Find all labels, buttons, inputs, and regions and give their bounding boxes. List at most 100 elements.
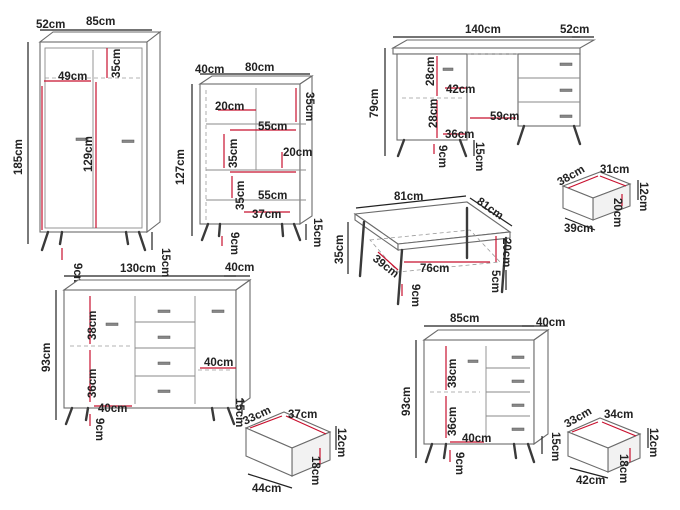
sideboard-depth-label: 40cm (225, 262, 254, 274)
sideboard-shelf-width-label: 40cm (204, 357, 233, 369)
desk-top-edge (392, 47, 581, 55)
bookcase-legs (200, 222, 302, 242)
coffee-table: 81cm 81cm 35cm 76cm 39cm 20cm 5cm 9cm (334, 191, 513, 307)
desk-door-lower-label: 28cm (428, 99, 440, 128)
desk-knee-space-label: 59cm (490, 111, 519, 123)
cabinet-drawer4-handle (511, 427, 525, 431)
cab-drawer-height-label: 12cm (647, 428, 659, 457)
sideboard-inner-width-label: 40cm (98, 403, 127, 415)
sb-drawer-inner-height-label: 18cm (309, 456, 321, 485)
sideboard-drawer: 33cm 37cm 12cm 18cm 44cm (241, 404, 347, 495)
sideboard-drawer1-handle (157, 309, 171, 313)
sb-drawer-side (245, 427, 293, 477)
table-legs (358, 206, 508, 306)
desk-drawer-base-label: 39cm (564, 223, 593, 235)
wardrobe-depth-label: 52cm (36, 19, 65, 31)
cabinet-inner-width-label: 40cm (462, 433, 491, 445)
sideboard-low-box-label: 36cm (87, 369, 99, 398)
bookcase-top (198, 75, 314, 85)
desk-door-upper-label: 28cm (425, 57, 437, 86)
cab-drawer-inner-height-label: 18cm (617, 454, 629, 483)
bookcase-width3-label: 37cm (252, 209, 281, 221)
sb-drawer-base-label: 44cm (252, 483, 281, 495)
sideboard-width-label: 130cm (120, 263, 156, 275)
sideboard-leg-height-label: 15cm (233, 398, 245, 427)
bookcase-side (299, 74, 313, 226)
cabinet-drawer1-handle (511, 355, 525, 359)
desk-drawer2-handle (559, 88, 573, 92)
wardrobe: 52cm 85cm 185cm 49cm 35cm 129cm 15cm 9cm (13, 16, 171, 286)
desk-door-handle (442, 67, 454, 71)
cabinet-leg-gap-label: 9cm (453, 452, 465, 475)
cab-drawer-side (567, 431, 609, 473)
desk-depth-label: 52cm (560, 24, 589, 36)
wardrobe-height-label: 185cm (13, 139, 25, 175)
bookcase-leg-height-label: 15cm (311, 218, 323, 247)
sideboard-drawer4-handle (157, 389, 171, 393)
table-width-label: 81cm (394, 191, 423, 203)
cabinet-door-handle (467, 359, 479, 363)
cabinet-leg-height-label: 15cm (549, 432, 561, 461)
wardrobe-door-height-label: 129cm (83, 136, 95, 172)
sideboard-top-box-label: 38cm (87, 311, 99, 340)
sideboard-side (235, 278, 251, 410)
sb-drawer-height-label: 12cm (335, 428, 347, 457)
cabinet-depth-label: 40cm (536, 317, 565, 329)
sideboard-drawer3-handle (157, 361, 171, 365)
wardrobe-width-label: 85cm (86, 16, 115, 28)
desk-drawer3-handle (559, 114, 573, 118)
wardrobe-shelf-width-label: 49cm (58, 71, 87, 83)
table-inner-width-label: 76cm (420, 263, 449, 275)
cab-drawer-base-label: 42cm (576, 475, 605, 487)
bookcase-shelf5-label: 35cm (235, 181, 247, 210)
table-shelf-height-label: 20cm (500, 238, 512, 267)
wardrobe-leg-height-label: 15cm (159, 248, 171, 277)
cab-drawer-width-label: 34cm (604, 409, 633, 421)
cabinet-drawer2-handle (511, 379, 525, 383)
cabinet: 85cm 40cm 93cm 38cm 36cm 40cm 9cm 15cm (401, 313, 565, 475)
desk-drawer1-handle (559, 62, 573, 66)
desk-width-label: 140cm (465, 24, 501, 36)
wardrobe-top-inner-label: 35cm (111, 49, 123, 78)
desk-drawer-width-label: 31cm (600, 164, 629, 176)
bookcase-shelf1-label: 20cm (215, 101, 244, 113)
sideboard-left-door-handle (105, 322, 119, 326)
wardrobe-handle-right (121, 139, 135, 143)
cabinet-drawer: 33cm 34cm 12cm 18cm 42cm (563, 405, 660, 487)
table-side-edge (397, 231, 511, 251)
desk-drawer-height-label: 12cm (637, 182, 649, 211)
desk-legs (396, 124, 582, 158)
wardrobe-side (146, 30, 161, 234)
desk-drawer-side (562, 185, 594, 221)
sideboard-top (62, 279, 252, 291)
desk-leg-height-label: 15cm (473, 142, 485, 171)
table-leg-gap-label: 9cm (409, 284, 421, 307)
cabinet-legs (424, 442, 536, 464)
bookcase-depth-label: 40cm (195, 64, 224, 76)
sideboard-leg-gap-label: 9cm (93, 418, 105, 441)
cabinet-height-label: 93cm (401, 387, 413, 416)
table-height-label: 35cm (334, 235, 346, 264)
bookcase-height-label: 127cm (175, 149, 187, 185)
bookcase-leg-gap-label: 9cm (228, 232, 240, 255)
bookcase-shelf4-label: 20cm (283, 147, 312, 159)
sideboard-drawer2-handle (157, 335, 171, 339)
desk-inner-width-label: 36cm (445, 129, 474, 141)
desk-drawer-inner-height-label: 20cm (611, 198, 623, 227)
desk-top (390, 39, 597, 49)
desk: 140cm 52cm 79cm 28cm 42cm 28cm 36cm 59cm… (369, 24, 597, 171)
cabinet-width-label: 85cm (450, 313, 479, 325)
sideboard-legs (64, 406, 236, 426)
sideboard-body (63, 289, 237, 409)
bookcase-width-label: 80cm (245, 62, 274, 74)
table-leg-height-label: 5cm (489, 270, 501, 293)
bookcase-body (199, 83, 301, 225)
cabinet-side (533, 328, 549, 446)
desk-door-width-label: 42cm (446, 84, 475, 96)
sideboard: 130cm 40cm 93cm 38cm 36cm 40cm 40cm 9cm … (41, 262, 254, 441)
bookcase-width1-label: 55cm (258, 121, 287, 133)
bookcase: 40cm 80cm 127cm 20cm 35cm 55cm 35cm 20cm… (175, 62, 323, 255)
cabinet-low-box-label: 36cm (447, 407, 459, 436)
